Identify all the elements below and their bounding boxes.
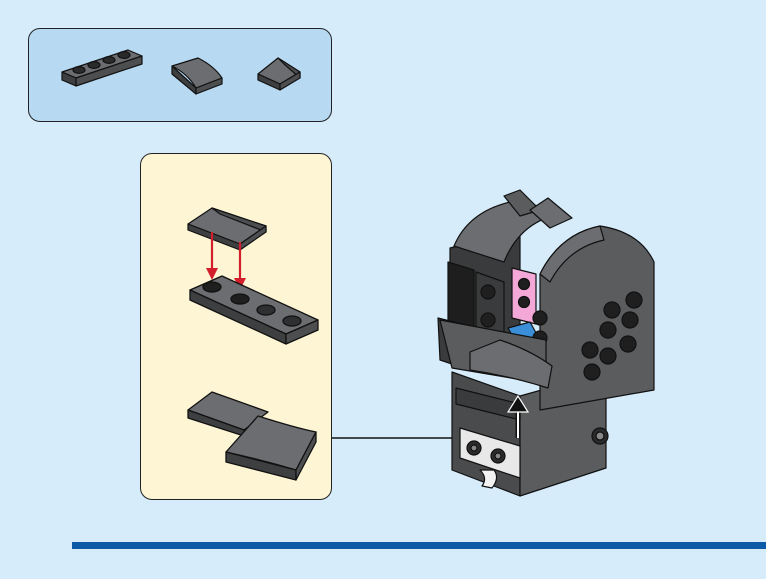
bottom-bar	[72, 542, 766, 549]
part-curved-slope	[172, 58, 222, 94]
sub-wedge	[188, 208, 266, 250]
main-model	[438, 190, 654, 496]
sub-combined	[188, 392, 316, 480]
part-wedge	[258, 58, 300, 90]
sub-plate-1x4	[190, 276, 318, 344]
part-plate-1x4	[62, 50, 142, 86]
